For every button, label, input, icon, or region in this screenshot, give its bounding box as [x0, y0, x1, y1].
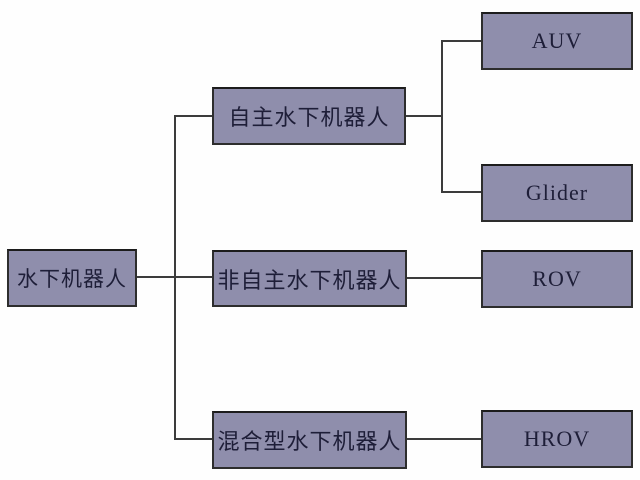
connector-trunk-level2	[441, 40, 443, 193]
node-autonomous-underwater-robot: 自主水下机器人	[212, 87, 406, 145]
node-hybrid-underwater-robot: 混合型水下机器人	[212, 411, 407, 469]
connector-trunk2-to-glider	[441, 191, 481, 193]
connector-hybrid-to-hrov	[407, 438, 481, 440]
node-glider: Glider	[481, 164, 633, 222]
connector-trunk-to-hybrid	[174, 438, 213, 440]
connector-trunk2-to-auv	[441, 40, 481, 42]
node-auv: AUV	[481, 12, 633, 70]
connector-trunk-to-autonomous	[174, 115, 213, 117]
connector-nonautonomous-to-rov	[407, 277, 481, 279]
node-non-autonomous-underwater-robot: 非自主水下机器人	[212, 250, 407, 307]
node-hrov: HROV	[481, 410, 633, 468]
node-rov: ROV	[481, 250, 633, 308]
connector-trunk-level1	[174, 115, 176, 440]
node-underwater-robot: 水下机器人	[7, 249, 137, 307]
connector-autonomous-to-trunk2	[406, 115, 443, 117]
